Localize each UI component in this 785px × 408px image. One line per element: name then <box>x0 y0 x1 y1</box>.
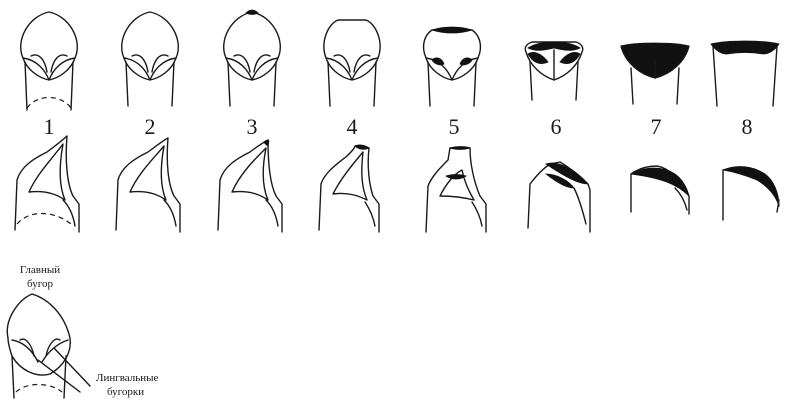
front-view-stage-7 <box>621 43 689 104</box>
front-view-stage-4 <box>324 20 380 106</box>
side-view-stage-4 <box>319 145 379 232</box>
annotation-lingual-cusps: Лингвальные бугорки <box>96 372 159 398</box>
stage-number-6: 6 <box>551 114 562 139</box>
stage-number-2: 2 <box>145 114 156 139</box>
stage-number-7: 7 <box>651 114 662 139</box>
side-view-stage-6 <box>528 162 590 232</box>
side-view-stage-3 <box>218 140 282 232</box>
stage-number-8: 8 <box>742 114 753 139</box>
labeled-tooth-illustration <box>7 294 90 398</box>
side-view-stage-5 <box>426 147 486 233</box>
stage-number-1: 1 <box>44 114 55 139</box>
side-view-stage-1 <box>15 136 79 232</box>
side-view-stage-7 <box>631 166 689 214</box>
stage-number-4: 4 <box>347 114 358 139</box>
annotation-main-cusp: Главный бугор <box>20 264 60 290</box>
lingual-cusps-label-line-2: бугорки <box>107 386 144 398</box>
front-view-stage-8 <box>711 41 779 106</box>
main-cusp-label-line-1: Главный <box>20 264 60 276</box>
lingual-cusps-label-line-1: Лингвальные <box>96 372 159 384</box>
main-cusp-label-line-2: бугор <box>27 278 53 290</box>
front-view-stage-3 <box>224 10 281 106</box>
front-view-stage-2 <box>122 12 179 106</box>
stage-numbers: 1 2 3 4 5 6 7 8 <box>44 114 753 139</box>
front-view-stage-5 <box>424 27 481 106</box>
stage-number-5: 5 <box>449 114 460 139</box>
side-view-stage-8 <box>723 167 779 220</box>
front-view-stage-6 <box>525 42 583 100</box>
front-view-stage-1 <box>21 12 78 110</box>
side-view-stage-2 <box>116 138 180 232</box>
stage-number-3: 3 <box>247 114 258 139</box>
